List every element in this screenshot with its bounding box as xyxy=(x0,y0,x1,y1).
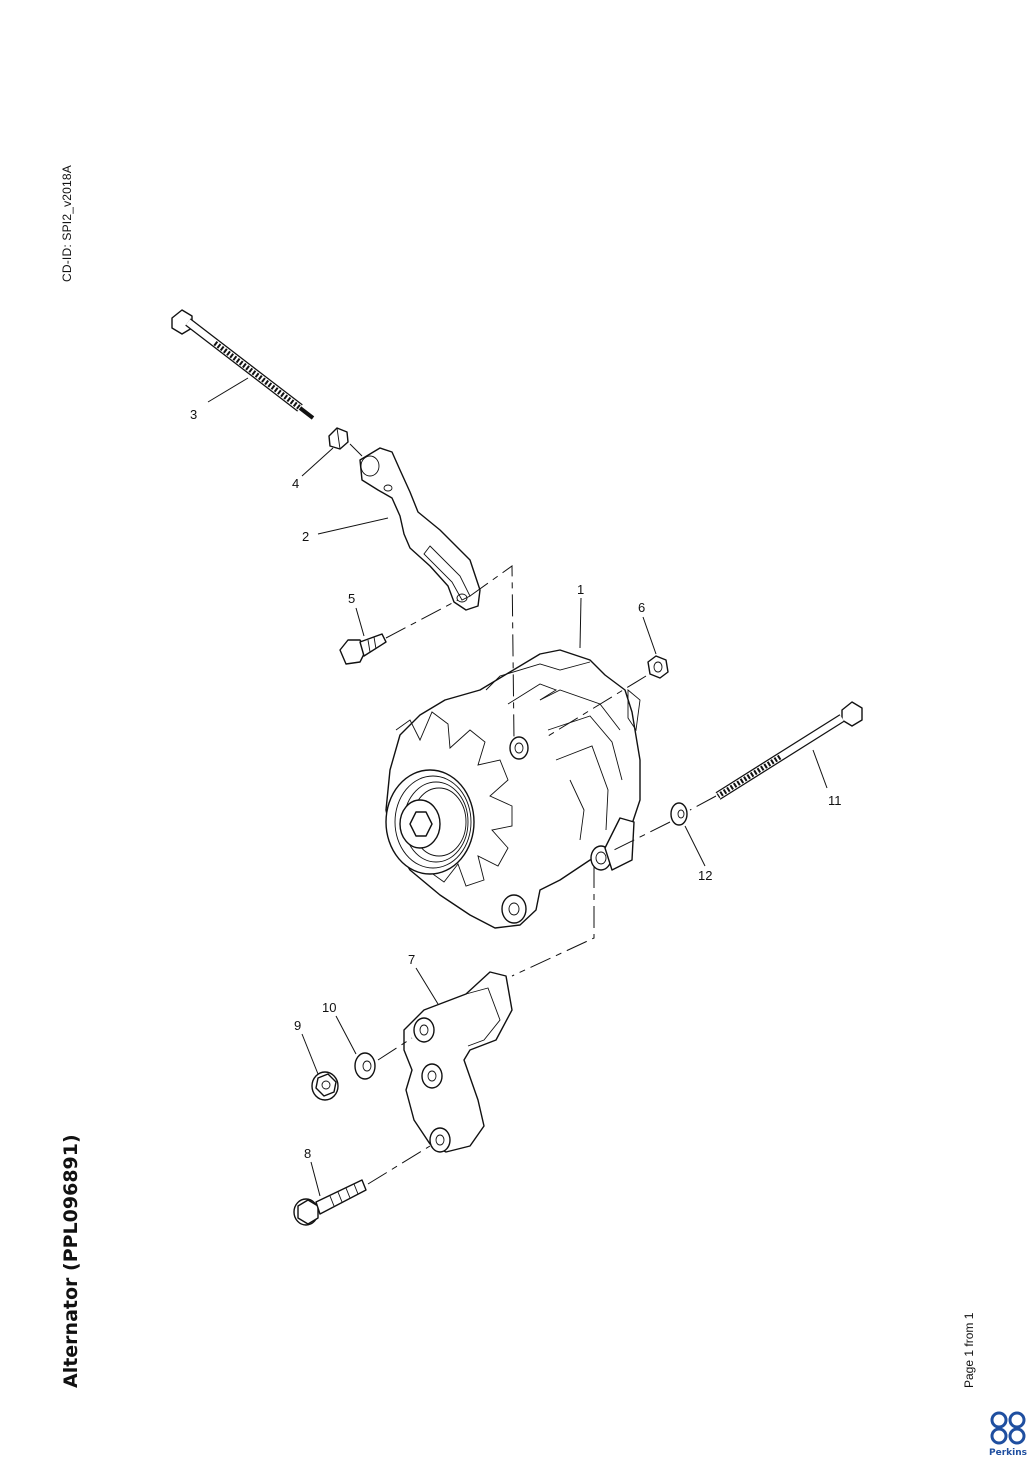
callout-11: 11 xyxy=(828,793,842,808)
part-5-bolt xyxy=(339,633,387,665)
part-12-washer xyxy=(670,802,688,826)
callout-5: 5 xyxy=(348,591,355,606)
part-6-nut xyxy=(647,655,669,679)
part-1-alternator xyxy=(385,649,641,929)
callout-6: 6 xyxy=(638,600,645,615)
part-9-flange-nut xyxy=(311,1071,339,1101)
callout-4: 4 xyxy=(292,476,299,491)
callout-8: 8 xyxy=(304,1146,311,1161)
callout-labels: 1 2 3 4 5 6 7 8 9 10 11 12 xyxy=(190,407,842,1161)
brand-name: Perkins xyxy=(989,1448,1027,1458)
callout-7: 7 xyxy=(408,952,415,967)
callout-10: 10 xyxy=(322,1000,336,1015)
part-11-long-bolt xyxy=(715,701,863,800)
part-8-flange-bolt xyxy=(293,1179,367,1226)
callout-12: 12 xyxy=(698,868,712,883)
perkins-logo-icon xyxy=(990,1411,1026,1445)
part-10-washer xyxy=(354,1052,376,1080)
part-4-nut xyxy=(328,427,349,450)
part-7-mounting-bracket xyxy=(403,971,513,1153)
callout-9: 9 xyxy=(294,1018,301,1033)
leader-lines xyxy=(207,377,828,1197)
callout-1: 1 xyxy=(577,582,584,597)
callout-2: 2 xyxy=(302,529,309,544)
part-2-adjusting-bracket xyxy=(359,447,481,611)
callout-3: 3 xyxy=(190,407,197,422)
part-3-long-bolt xyxy=(171,309,315,420)
